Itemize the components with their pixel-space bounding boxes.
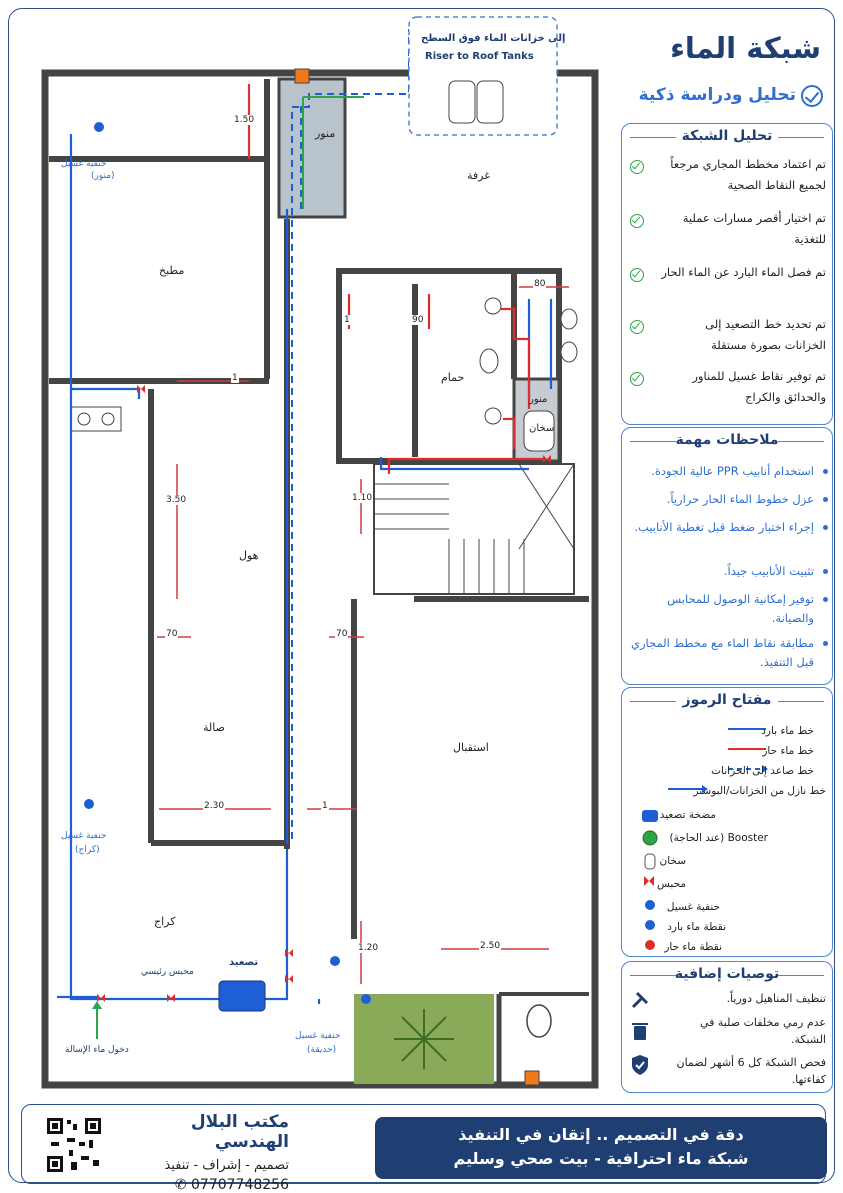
analysis-panel: تحليل الشبكة تم اعتماد مخطط المجاري مرجع…	[621, 123, 833, 425]
legend-item: سخان	[659, 855, 687, 867]
phone-icon: ✆	[174, 1177, 192, 1193]
recommendations-panel: توصيات إضافية تنظيف المناهيل دورياً. عدم…	[621, 961, 833, 1093]
recommendation-item: تنظيف المناهيل دورياً.	[630, 990, 826, 1009]
recommendation-item: فحص الشبكة كل 6 أشهر لضمان كفاءتها.	[630, 1054, 826, 1088]
heater-icon	[644, 853, 656, 870]
room-manwar-bath: منور	[529, 394, 548, 405]
faucet-garage-label: حنفية غسيل	[61, 831, 107, 841]
room-hall: هول	[239, 549, 259, 562]
notes-heading: ملاحظات مهمة	[622, 432, 832, 448]
analysis-item: تم فصل الماء البارد عن الماء الحار	[630, 262, 826, 283]
dim-9: 70	[335, 629, 349, 639]
booster-icon	[642, 830, 658, 846]
office-phone: ✆ 07707748256	[174, 1177, 289, 1193]
page-frame: إلى خزانات الماء فوق السطح Riser to Roof…	[8, 8, 835, 1193]
room-ghurfa: غرفة	[467, 169, 490, 182]
dim-7: 1.10	[351, 493, 374, 503]
page-title: شبكة الماء	[670, 31, 821, 65]
slogan-banner: دقة في التصميم .. إتقان في التنفيذ شبكة …	[375, 1117, 827, 1179]
office-info: مكتب البلال الهندسي تصميم - إشراف - تنفي…	[119, 1112, 289, 1193]
room-manwar-top: منور	[315, 127, 336, 140]
analysis-heading: تحليل الشبكة	[622, 128, 832, 144]
valve-icon	[644, 876, 654, 886]
dim-10: 2.30	[203, 801, 226, 811]
note-item: تثبيت الأنابيب جيداً.	[630, 562, 828, 581]
faucet-garden-sub: (حديقة)	[307, 1045, 337, 1055]
floor-plan	[41, 16, 599, 1089]
dim-12: 1.20	[357, 943, 380, 953]
cold-point-icon	[645, 920, 655, 930]
dim-13: 2.50	[479, 941, 502, 951]
pump-icon	[642, 810, 658, 822]
analysis-item: تم اختيار أقصر مسارات عملية للتغذية	[630, 208, 826, 250]
legend-item: خط صاعد إلى الخزانات	[711, 765, 814, 777]
note-item: استخدام أنابيب PPR عالية الجودة.	[630, 462, 828, 481]
room-heater: سخان	[529, 423, 555, 434]
check-icon	[630, 268, 644, 282]
shield-check-icon	[632, 1055, 648, 1075]
legend-item: محبس	[657, 878, 686, 890]
pump-label: تصعيد	[229, 957, 259, 968]
slogan-line-1: دقة في التصميم .. إتقان في التنفيذ	[458, 1125, 744, 1144]
dim-1: 1.50	[233, 115, 256, 125]
note-item: مطابقة نقاط الماء مع مخطط المجاري قبل ال…	[630, 634, 828, 672]
room-bathroom: حمام	[441, 371, 465, 384]
legend-heading: مفتاح الرموز	[622, 692, 832, 708]
legend-item: نقطة ماء حار	[664, 941, 722, 953]
note-item: توفير إمكانية الوصول للمحابس والصيانة.	[630, 590, 828, 628]
legend-item: خط نازل من الخزانات/البوستر	[693, 785, 826, 797]
dim-2: 80	[533, 279, 547, 289]
analysis-item: تم توفير نقاط غسيل للمناور والحدائق والك…	[630, 366, 826, 408]
legend-item: خط ماء بارد	[761, 725, 814, 737]
dim-5: 1	[231, 373, 239, 383]
slogan-line-2: شبكة ماء احترافية - بيت صحي وسليم	[453, 1149, 749, 1168]
trash-icon	[632, 1023, 648, 1040]
riser-box-subtitle: Riser to Roof Tanks	[425, 51, 534, 62]
dim-4: 90	[411, 315, 425, 325]
faucet-garage-sub: (كراج)	[75, 845, 100, 855]
legend-symbols	[642, 728, 768, 950]
legend-item: حنفية غسيل	[666, 901, 720, 913]
recommendations-heading: توصيات إضافية	[622, 966, 832, 982]
hot-point-icon	[645, 940, 655, 950]
riser-box-title: إلى خزانات الماء فوق السطح	[421, 33, 566, 44]
dim-3: 1	[343, 315, 351, 325]
page-subtitle: تحليل ودراسة ذكية	[638, 85, 796, 105]
check-circle-icon	[801, 85, 823, 107]
analysis-item: تم اعتماد مخطط المجاري مرجعاً لجميع النق…	[630, 154, 826, 196]
office-name: مكتب البلال الهندسي	[190, 1112, 289, 1152]
dim-6: 3.50	[165, 495, 188, 505]
dim-8: 70	[165, 629, 179, 639]
legend-item: Booster (عند الحاجة)	[669, 832, 768, 844]
main-valve-label: محبس رئيسي	[141, 967, 194, 977]
check-icon	[630, 320, 644, 334]
legend-item: نقطة ماء بارد	[667, 921, 726, 933]
office-services: تصميم - إشراف - تنفيذ	[164, 1158, 289, 1173]
legend-item: مضخة تصعيد	[659, 809, 716, 821]
legend-panel: مفتاح الرموز خط ماء بارد خط ماء حار خط ص…	[621, 687, 833, 957]
faucet-manwar-sub: (منور)	[91, 171, 115, 181]
qr-code	[45, 1116, 103, 1174]
check-icon	[630, 372, 644, 386]
note-item: إجراء اختبار ضغط قبل تغطية الأنابيب.	[630, 518, 828, 537]
recommendation-item: عدم رمي مخلفات صلبة في الشبكة.	[630, 1014, 826, 1048]
check-icon	[630, 214, 644, 228]
note-item: عزل خطوط الماء الحار حرارياً.	[630, 490, 828, 509]
room-salon: صالة	[203, 721, 225, 734]
check-icon	[630, 160, 644, 174]
legend-item: خط ماء حار	[762, 745, 814, 757]
room-garage: كراج	[154, 915, 176, 928]
faucet-garden-label: حنفية غسيل	[295, 1031, 341, 1041]
water-inlet-label: دخول ماء الإسالة	[65, 1045, 129, 1055]
dim-11: 1	[321, 801, 329, 811]
room-kitchen: مطبخ	[159, 264, 185, 277]
notes-panel: ملاحظات مهمة استخدام أنابيب PPR عالية ال…	[621, 427, 833, 685]
analysis-item: تم تحديد خط التصعيد إلى الخزانات بصورة م…	[630, 314, 826, 356]
faucet-icon	[645, 900, 655, 910]
faucet-manwar-label: حنفية غسيل	[61, 159, 107, 169]
room-reception: استقبال	[453, 741, 489, 754]
tools-icon	[631, 991, 649, 1009]
